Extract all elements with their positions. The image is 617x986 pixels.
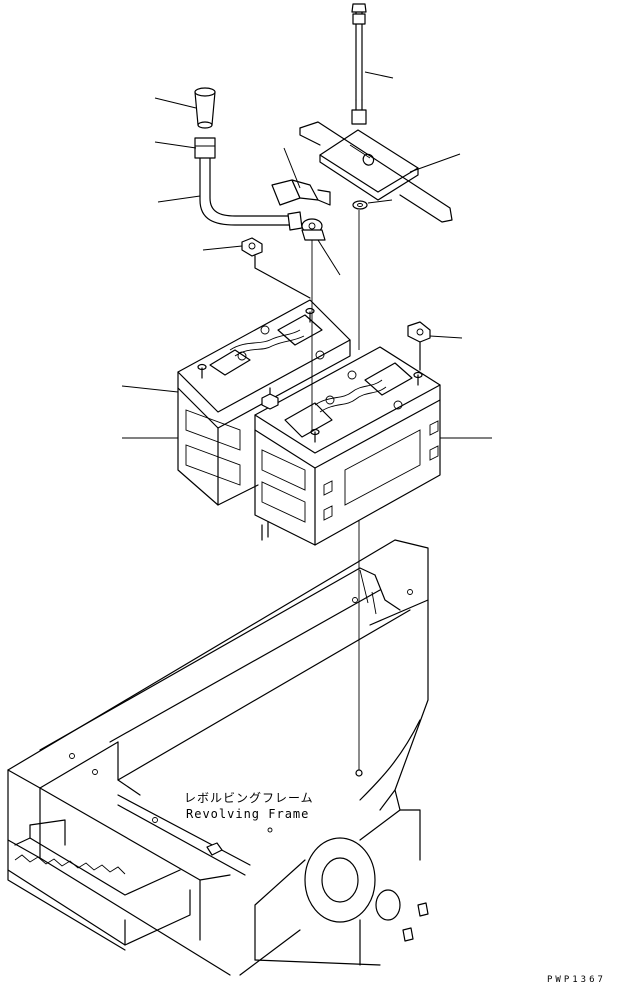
terminal-cap [194,87,216,129]
hold-down-rod [351,3,367,125]
frame-label-jp: レボルビングフレーム [184,791,314,805]
battery-right [254,346,441,546]
frame-label-en: Revolving Frame [186,807,309,821]
battery-terminal-right [407,321,431,371]
battery-cable [194,137,326,241]
battery-terminal-left [241,237,311,299]
hold-down-bracket [299,121,453,223]
battery-left [177,299,351,506]
leader-lines [121,71,492,439]
reference-lines [311,210,363,777]
drawing-code: PWP1367 [547,975,606,985]
revolving-frame [7,539,429,976]
terminal-cover [271,179,331,206]
